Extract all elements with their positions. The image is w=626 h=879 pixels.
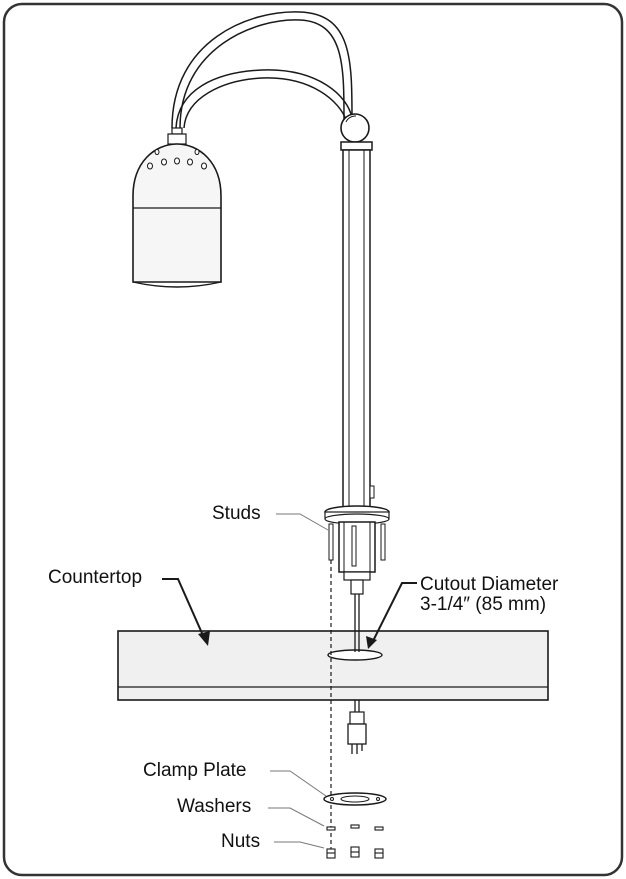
- callout-arrows: [162, 578, 417, 649]
- clamp-plate-leader: [270, 770, 327, 797]
- post: [340, 141, 375, 511]
- cutout-diameter-label: Cutout Diameter: [420, 574, 559, 595]
- washers-leader: [268, 807, 325, 827]
- heat-lamp: [132, 127, 222, 288]
- washers-label: Washers: [177, 796, 252, 817]
- base-flange: [324, 505, 390, 581]
- countertop-leader: [162, 578, 206, 641]
- vent-holes: [147, 149, 207, 170]
- leader-lines: [268, 513, 329, 849]
- countertop: [117, 630, 549, 701]
- nuts-label: Nuts: [221, 831, 261, 852]
- lamp-arm: [171, 11, 353, 129]
- clamp-plate: [323, 792, 387, 806]
- power-cord: [347, 579, 367, 754]
- cutout-dimension-label: 3-1/4″ (85 mm): [420, 594, 547, 615]
- nuts-leader: [274, 841, 325, 849]
- countertop-label: Countertop: [48, 567, 143, 588]
- ball-joint: [340, 113, 370, 143]
- cutout-leader: [371, 582, 417, 644]
- nuts: [326, 846, 384, 859]
- studs-label: Studs: [212, 503, 261, 524]
- studs: [328, 523, 386, 567]
- studs-leader: [276, 513, 329, 531]
- clamp-plate-label: Clamp Plate: [143, 760, 247, 781]
- washers: [326, 824, 384, 831]
